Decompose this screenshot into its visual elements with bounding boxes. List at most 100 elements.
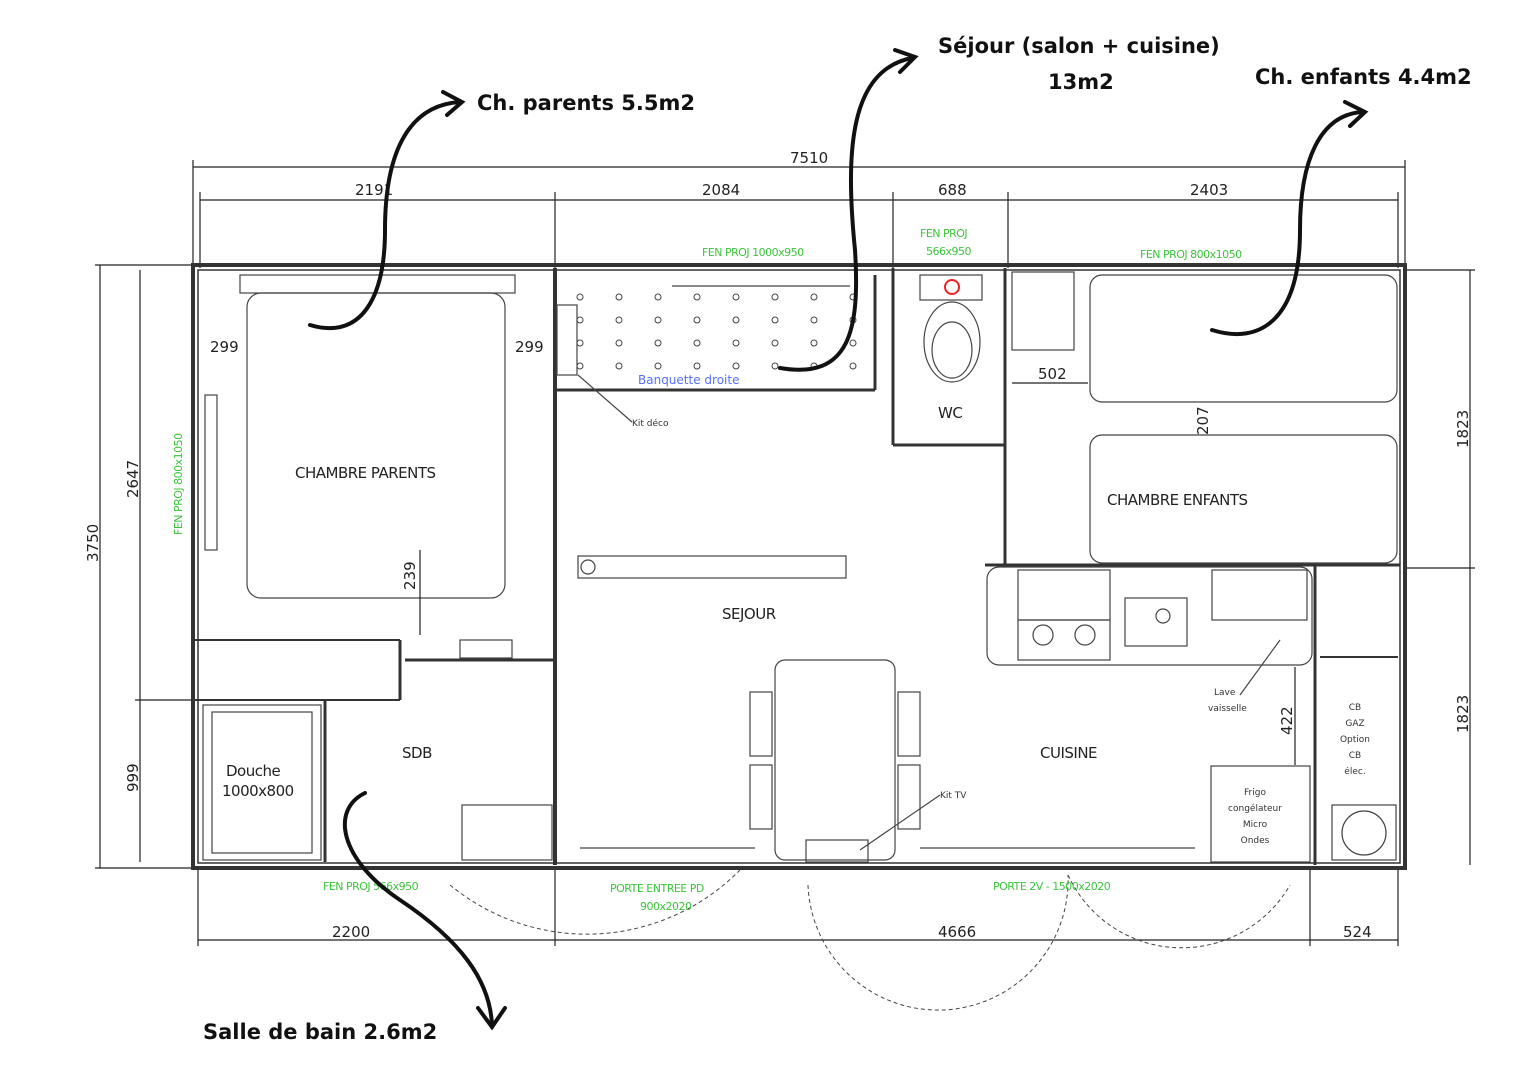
cushion-dot: [732, 362, 740, 370]
room-sejour: SEJOUR: [722, 605, 776, 623]
dim-bottom-1: 2200: [332, 923, 370, 941]
tv-stand: [805, 839, 869, 863]
dim-left-2: 999: [124, 763, 142, 792]
door-swing: [807, 874, 1069, 1011]
shelf: [459, 639, 513, 659]
cb-label-1: CB: [1349, 703, 1361, 713]
banquette-cushions: [576, 293, 857, 370]
cushion-dot: [654, 362, 662, 370]
window-enfants-label: FEN PROJ 800x1050: [1140, 248, 1242, 261]
window-sdb-label: FEN PROJ 566x950: [323, 880, 419, 893]
cushion-dot: [654, 293, 662, 301]
cushion-dot: [693, 339, 701, 347]
lave-vaisselle-label-2: vaisselle: [1208, 704, 1247, 714]
cushion-dot: [810, 293, 818, 301]
cushion-dot: [732, 316, 740, 324]
room-chambre-enfants: CHAMBRE ENFANTS: [1107, 491, 1248, 509]
frigo-label-4: Ondes: [1241, 836, 1270, 846]
dining-table: [774, 659, 896, 861]
toilet-tank: [919, 274, 983, 301]
cupboard: [1011, 271, 1075, 351]
bunk-bed-top: [1089, 274, 1398, 403]
annotation-sejour-1: Séjour (salon + cuisine): [938, 34, 1220, 58]
dim-enfants-gap: 502: [1038, 365, 1067, 383]
cushion-dot: [654, 339, 662, 347]
entry-door-label-2: 900x2020: [640, 900, 692, 913]
toilet-bowl: [923, 301, 981, 383]
cushion-dot: [732, 339, 740, 347]
cushion-dot: [576, 339, 584, 347]
cushion-dot: [654, 316, 662, 324]
cushion-dot: [732, 293, 740, 301]
cb-label-3: Option: [1340, 735, 1370, 745]
chair: [897, 764, 921, 830]
cushion-dot: [771, 293, 779, 301]
frigo-label-3: Micro: [1243, 820, 1268, 830]
chair: [897, 691, 921, 757]
annotation-bain: Salle de bain 2.6m2: [203, 1020, 437, 1044]
flush-icon: [944, 279, 960, 295]
cushion-dot: [810, 339, 818, 347]
room-wc: WC: [938, 404, 962, 422]
cabinet: [1211, 569, 1308, 621]
double-bed: [246, 292, 506, 599]
dim-top-4: 2403: [1190, 181, 1228, 199]
dim-bed-gap: 239: [401, 561, 419, 590]
arrowhead-icon: [1343, 100, 1369, 128]
banquette-label: Banquette droite: [638, 373, 739, 387]
room-chambre-parents: CHAMBRE PARENTS: [295, 464, 436, 482]
arrow-parents: [308, 100, 462, 331]
cushion-dot: [615, 339, 623, 347]
dim-right-1: 1823: [1454, 410, 1472, 448]
arrow-sejour: [778, 56, 914, 372]
door-swing: [1067, 874, 1291, 949]
bunk-bed-bottom: [1089, 434, 1398, 564]
cabinet: [1017, 569, 1111, 621]
dimension-lines: [95, 160, 1475, 946]
room-douche: Douche: [226, 762, 280, 780]
annotation-sejour-2: 13m2: [1048, 70, 1114, 94]
arrowhead-icon: [441, 90, 466, 117]
cushion-dot: [771, 339, 779, 347]
window-sejour-label: FEN PROJ 1000x950: [702, 246, 804, 259]
hob: [1017, 619, 1111, 661]
window-parents-label: FEN PROJ 800x1050: [172, 433, 185, 535]
side-table: [556, 304, 578, 376]
cushion-dot: [576, 316, 584, 324]
cushion-dot: [810, 316, 818, 324]
cb-label-5: élec.: [1344, 766, 1365, 777]
room-douche-size: 1000x800: [222, 782, 294, 800]
cushion-dot: [615, 293, 623, 301]
tv-shelf: [577, 555, 847, 579]
lave-vaisselle-label-1: Lave: [1214, 688, 1236, 698]
dim-top-3: 688: [938, 181, 967, 199]
dim-bottom-3: 524: [1343, 923, 1372, 941]
dim-bottom-2: 4666: [938, 923, 976, 941]
wardrobe-rail: [204, 394, 218, 551]
cushion-dot: [576, 362, 584, 370]
dim-kitchen: 422: [1278, 706, 1296, 735]
dim-right-2: 1823: [1454, 695, 1472, 733]
frigo-label-2: congélateur: [1228, 803, 1282, 814]
kit-tv-label: Kit TV: [940, 791, 967, 801]
washbasin: [461, 804, 553, 861]
dim-top-2: 2084: [702, 181, 740, 199]
entry-door-label-1: PORTE ENTREE PD: [610, 882, 704, 895]
kitchen-counter: [986, 566, 1313, 666]
arrowhead-icon: [476, 1006, 507, 1031]
room-sdb: SDB: [402, 744, 432, 762]
cushion-dot: [576, 293, 584, 301]
cushion-dot: [693, 316, 701, 324]
cushion-dot: [771, 362, 779, 370]
cb-label-4: CB: [1349, 751, 1361, 761]
window-wc-label-1: FEN PROJ: [920, 227, 967, 240]
boiler: [1331, 804, 1397, 861]
dim-bed-left: 299: [210, 338, 239, 356]
annotation-parents: Ch. parents 5.5m2: [477, 91, 695, 115]
sink: [1124, 597, 1188, 647]
cushion-dot: [693, 293, 701, 301]
arrow-enfants: [1210, 110, 1364, 336]
cushion-dot: [771, 316, 779, 324]
chair: [749, 764, 773, 830]
